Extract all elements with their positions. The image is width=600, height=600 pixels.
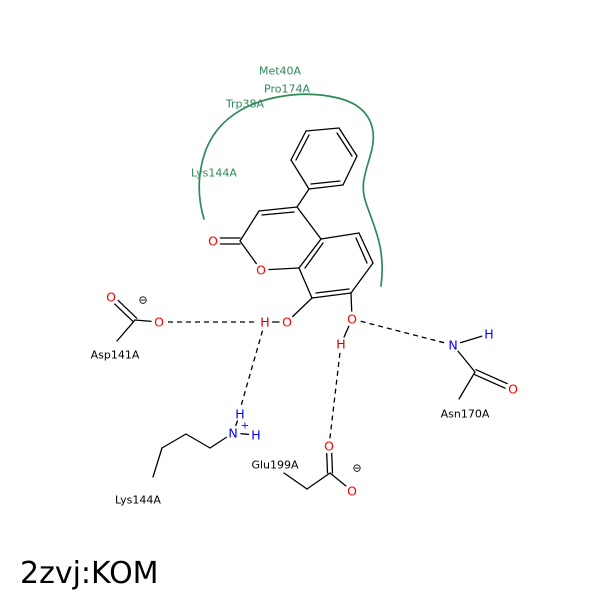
residue-label-asn170: Asn170A <box>441 408 490 421</box>
asn-nitrogen-atom: N <box>448 338 457 353</box>
halo <box>321 438 337 454</box>
halo <box>482 327 496 341</box>
hydroxyl1-oxygen-atom: O <box>282 315 292 330</box>
lys-chain-4 <box>152 447 163 478</box>
glu-negative-charge: ⊖ <box>352 462 361 475</box>
hydrophobic-labels: Met40A Pro174A Trp38A Lys144A <box>191 65 310 180</box>
bond-fusion <box>298 238 322 269</box>
atom-halos <box>103 233 521 499</box>
residue-label-asp141: Asp141A <box>91 349 140 362</box>
halo <box>505 381 521 397</box>
bond-fusion-inner <box>304 242 324 269</box>
bond-c6-c7 <box>350 262 374 294</box>
asp-carboxylate-oxygen-atom: O <box>154 315 164 330</box>
bond-c7-c8-inner <box>315 288 350 294</box>
asn-sidechain <box>458 371 476 400</box>
bond-phenyl-3 <box>305 127 340 132</box>
hydrophobic-contact-arc <box>198 93 383 287</box>
asn-hydrogen-atom: H <box>484 327 493 342</box>
glu-chain-2 <box>306 472 331 490</box>
bond-phenyl-inner-3 <box>310 180 341 185</box>
lys-nitrogen-atom: N <box>228 426 237 441</box>
asn-carbonyl-oxygen-atom: O <box>508 382 518 397</box>
residue-label-glu199: Glu199A <box>251 459 299 472</box>
asp-sidechain <box>116 319 136 342</box>
hbond-oh2-glu199 <box>328 343 342 447</box>
asp-carbonyl-oxygen-atom: O <box>106 290 116 305</box>
bond-c2-c3 <box>239 210 260 242</box>
halo <box>249 428 263 442</box>
lys-chain-2 <box>185 433 211 449</box>
halo <box>351 462 363 474</box>
ring-oxygen-atom: O <box>256 263 266 278</box>
halo <box>240 421 250 431</box>
halo <box>334 337 348 351</box>
hydrophobic-label-met40: Met40A <box>259 65 302 78</box>
atom-labels: O O H O O H O O ⊖ N + H H O O ⊖ N H O <box>106 234 518 499</box>
bond-phenyl-link <box>296 188 310 208</box>
bond-phenyl-4 <box>338 127 358 157</box>
halo <box>253 262 269 278</box>
hydrophobic-arc-path <box>198 93 383 287</box>
bond-phenyl-6 <box>308 184 344 190</box>
lys-chain-3 <box>161 433 187 449</box>
halo <box>205 233 221 249</box>
bond-c3-c4 <box>258 206 298 212</box>
asp-negative-charge: ⊖ <box>138 294 147 307</box>
bond-phenyl-1 <box>290 159 310 190</box>
lys-hydrogen-atom-1: H <box>235 407 244 422</box>
bond-phenyl-inner-1 <box>295 134 310 161</box>
residue-asn170-structure <box>452 333 515 400</box>
hydroxyl2-hydrogen-atom: H <box>336 337 345 352</box>
bond-phenyl-2 <box>290 130 307 161</box>
halo <box>258 315 272 329</box>
glu-chain-1 <box>283 472 308 490</box>
residue-asp141-structure <box>108 294 160 342</box>
hydroxyl1-hydrogen-atom: H <box>260 315 269 330</box>
bond-c5-c6-inner <box>355 237 368 264</box>
hydroxyl2-oxygen-atom: O <box>347 312 357 327</box>
halo <box>225 425 241 441</box>
halo <box>233 407 247 421</box>
ligand-structure <box>217 127 374 345</box>
page-title: 2zvj:KOM <box>20 556 159 591</box>
bond-c7-c8 <box>311 292 352 299</box>
lys-positive-charge: + <box>241 421 249 432</box>
bond-c5-c6 <box>358 232 374 264</box>
hydrophobic-label-trp38: Trp38A <box>225 98 265 111</box>
glu-carboxylate-oxygen-atom: O <box>347 484 357 499</box>
hydrogen-bonds <box>159 318 454 447</box>
halo <box>279 314 295 330</box>
bond-phenyl-5 <box>342 155 358 186</box>
hydrophobic-label-pro174: Pro174A <box>264 83 310 96</box>
hbond-oh1-lys144 <box>240 321 266 407</box>
halo <box>151 314 167 330</box>
halo <box>137 294 149 306</box>
bond-c4a-c5 <box>320 232 360 240</box>
halo <box>344 311 360 327</box>
hydrophobic-label-lys144: Lys144A <box>191 167 237 180</box>
lys-hydrogen-atom-2: H <box>251 428 260 443</box>
halo <box>103 289 119 305</box>
bond-c4-c4a <box>296 206 322 240</box>
halo <box>445 337 461 353</box>
hbond-oh2-asn170 <box>351 318 454 346</box>
glu-carbonyl-oxygen-atom: O <box>324 439 334 454</box>
bond-c8-c8a <box>298 267 313 299</box>
bond-phenyl-inner-2 <box>336 132 353 157</box>
residue-label-lys144: Lys144A <box>115 494 161 507</box>
halo <box>344 483 360 499</box>
residue-labels: Asp141A Lys144A Glu199A Asn170A <box>91 349 490 507</box>
lactone-oxygen-atom: O <box>208 234 218 249</box>
bond-c3-c4-inner <box>261 211 295 216</box>
